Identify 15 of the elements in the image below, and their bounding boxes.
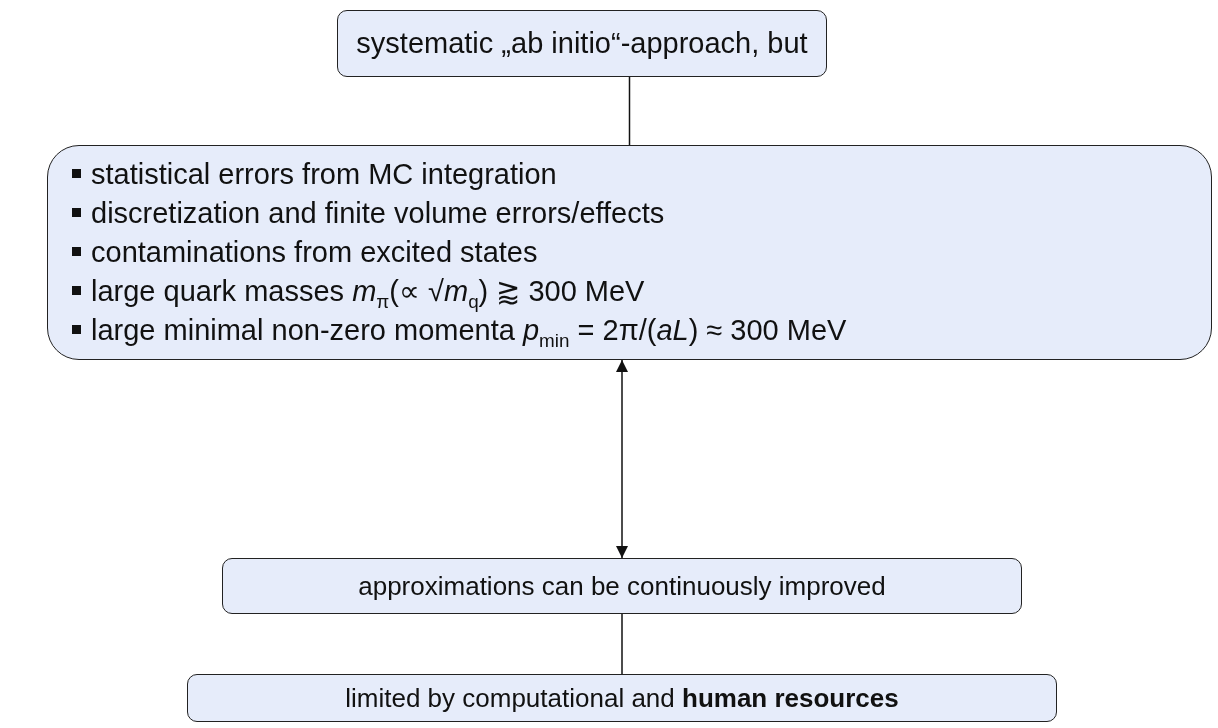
box-text: approximations can be continuously improved [358,570,886,602]
connector-line [621,613,623,675]
bullet-item: discretization and finite volume errors/effects [72,194,665,233]
box-text: limited by computational and human resources [345,682,899,714]
bullet-item: large minimal non-zero momenta p$_{min}$ = 2π/(aL) ≈ 300 MeV [72,311,847,350]
box-text: systematic „ab initio“-approach, but [356,27,808,60]
text-box [222,558,1022,614]
text-box [337,10,827,77]
text-box [187,674,1057,722]
bullet-item: large quark masses m$_{π}$(∝ √m$_{q}$) ⪆ 300 MeV [72,272,645,311]
double-arrow [616,359,628,559]
connector-line [628,76,631,146]
bullet-item: statistical errors from MC integration [72,155,557,194]
bullet-list-box [47,145,1212,360]
bullet-item: contaminations from excited states [72,233,538,272]
